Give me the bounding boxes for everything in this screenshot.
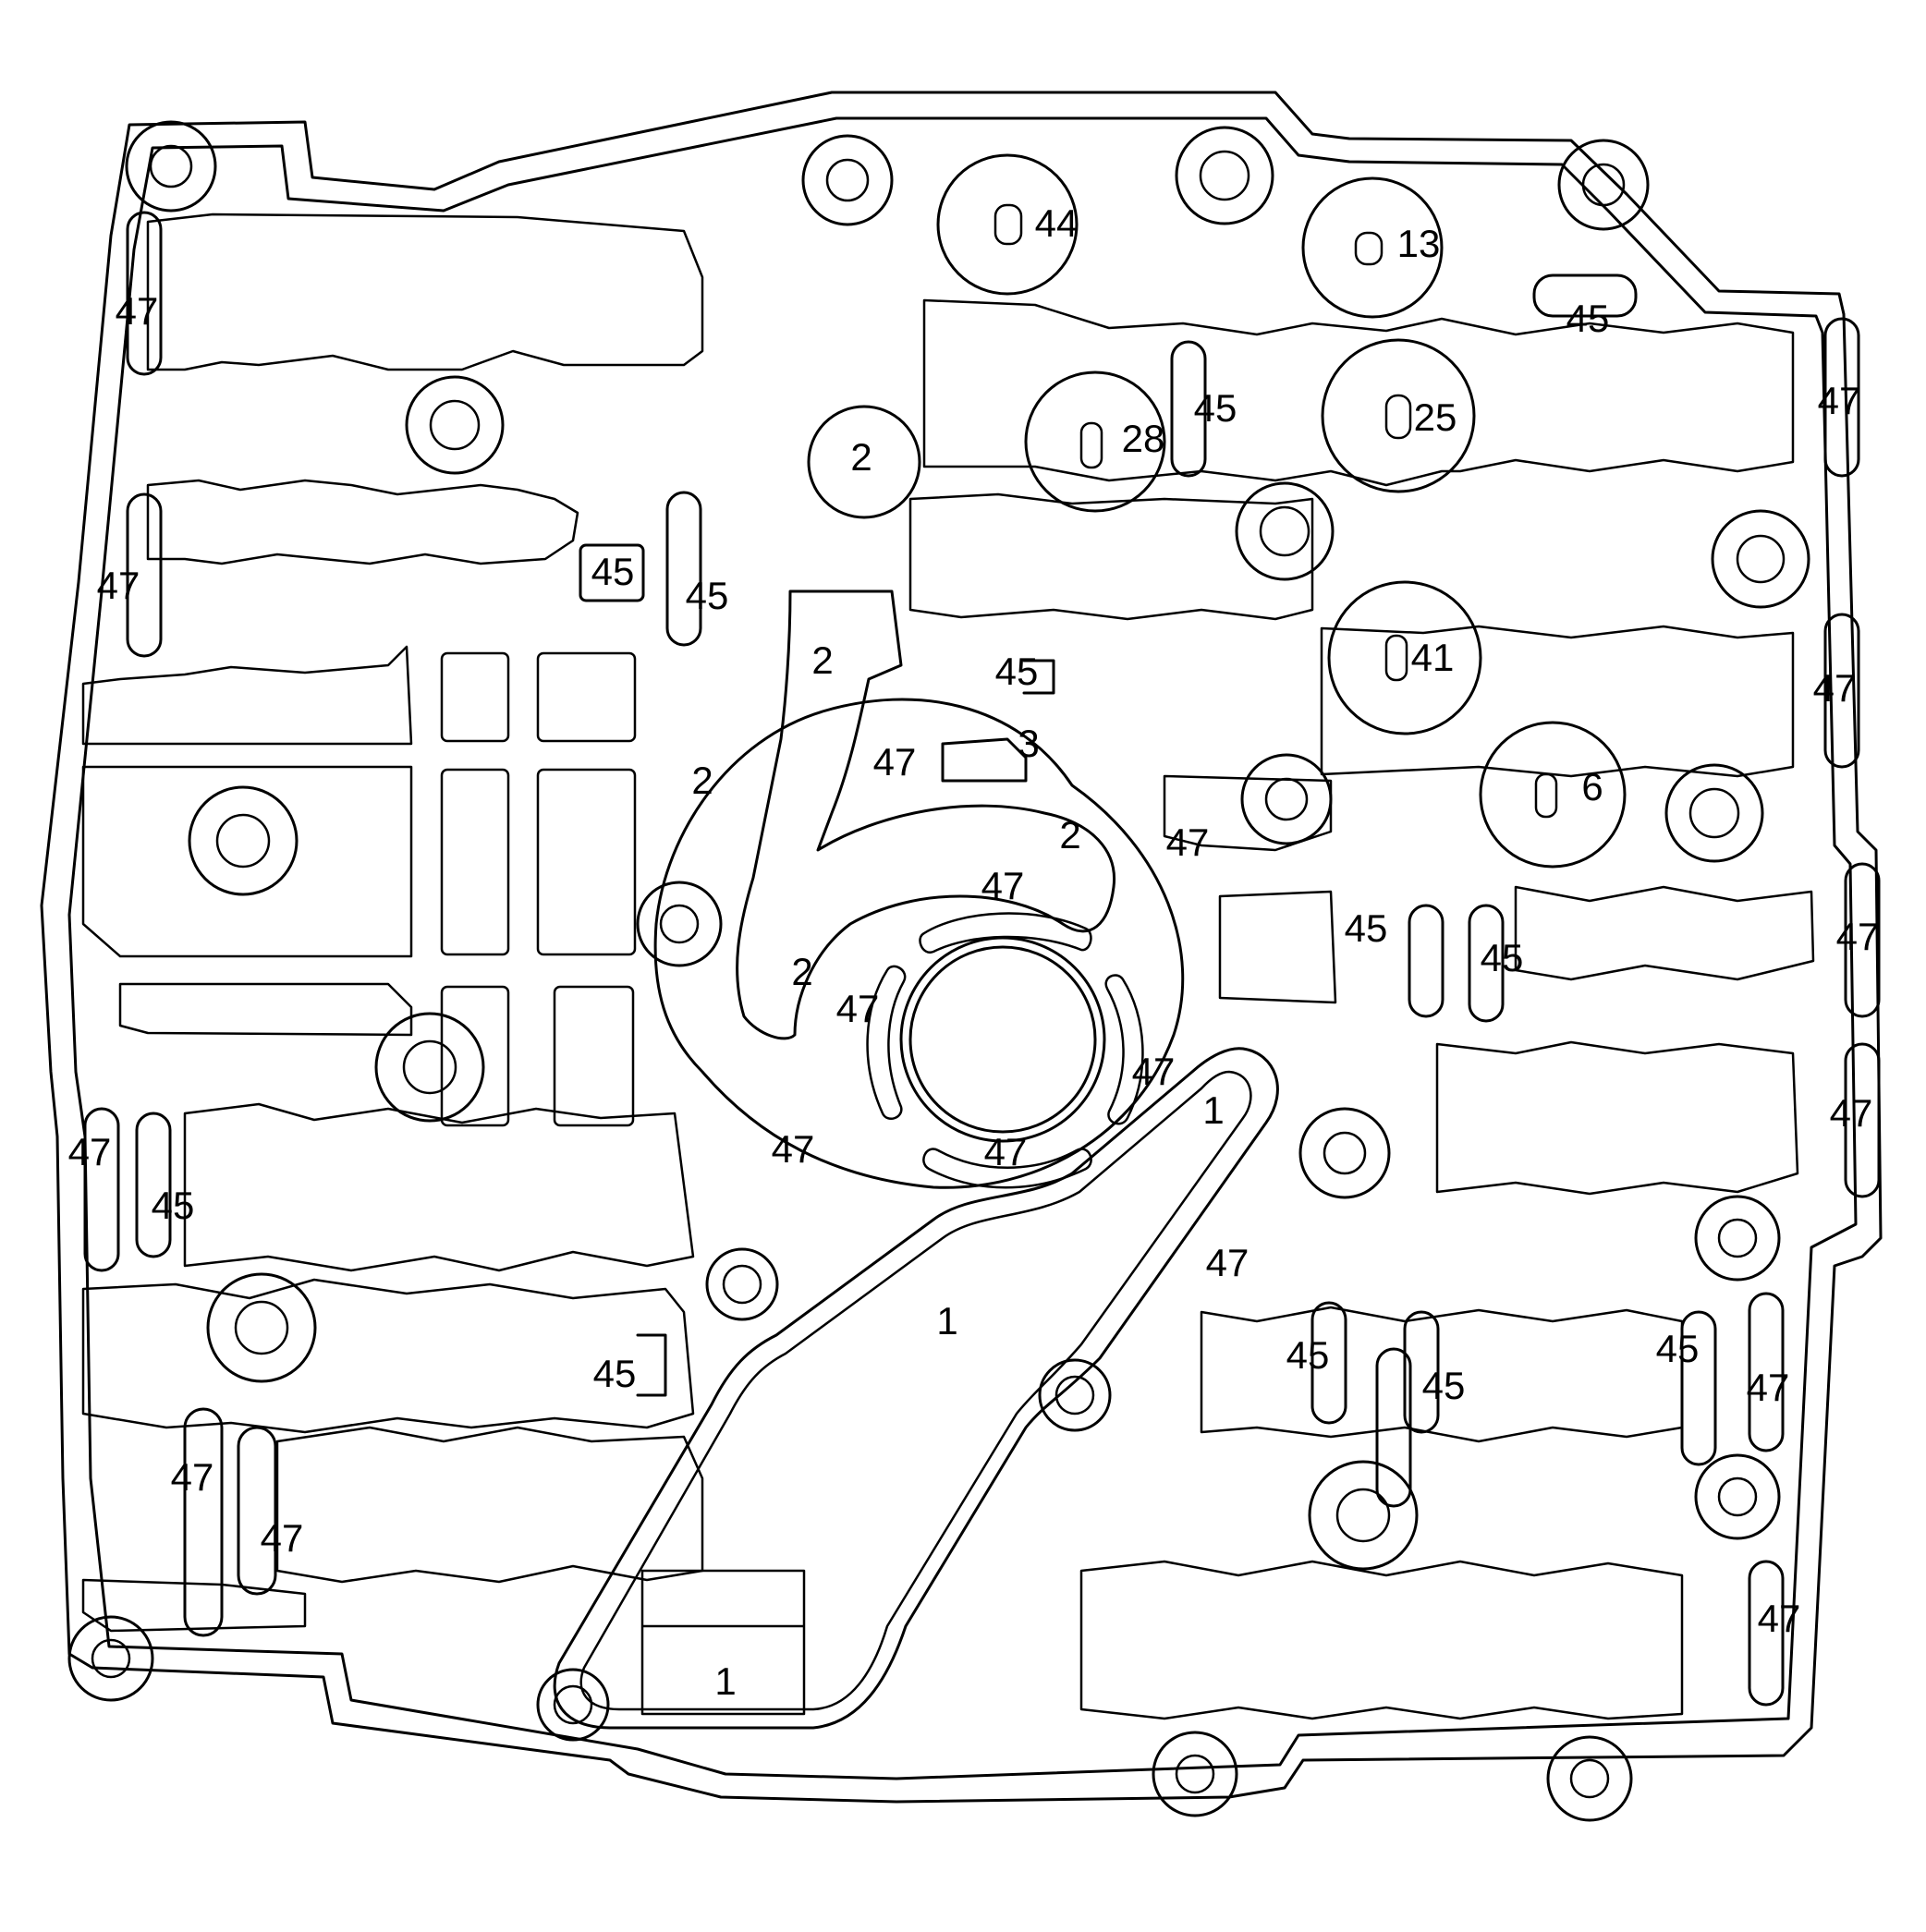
- port-square-1: [440, 651, 510, 743]
- label-41: 41: [1411, 636, 1455, 679]
- label-45: 45: [1194, 386, 1237, 430]
- label-2: 2: [811, 638, 833, 682]
- passage-left-8: [275, 1426, 704, 1584]
- label-1: 1: [936, 1299, 957, 1343]
- check-ball-ports: [807, 153, 1627, 869]
- label-47: 47: [1132, 1050, 1176, 1093]
- passage-right-1: [922, 298, 1795, 487]
- passage-right-5: [1218, 890, 1337, 1004]
- pump-ring-segment-bottom: [922, 1148, 1092, 1189]
- label-6: 6: [1581, 765, 1603, 808]
- passage-1-lower-block: [640, 1569, 806, 1716]
- label-47: 47: [116, 289, 159, 333]
- label-13: 13: [1397, 222, 1441, 265]
- label-47: 47: [171, 1455, 214, 1499]
- label-47: 47: [1166, 820, 1210, 864]
- pump-ring-segment-top: [919, 912, 1092, 954]
- port-square-6: [553, 985, 635, 1127]
- pump-ring-segment-left: [866, 965, 907, 1121]
- port-square-2: [536, 651, 637, 743]
- passage-left-3: [81, 645, 413, 746]
- label-47: 47: [1758, 1597, 1801, 1640]
- label-2: 2: [1059, 813, 1080, 857]
- label-45: 45: [1481, 936, 1524, 979]
- passage-right-7: [1435, 1040, 1799, 1196]
- passage-right-2: [908, 492, 1314, 621]
- label-1: 1: [1202, 1088, 1224, 1132]
- passage-left-6: [183, 1102, 695, 1272]
- label-47: 47: [97, 564, 140, 607]
- label-47: 47: [1206, 1241, 1249, 1284]
- passage-right-9: [1079, 1560, 1684, 1720]
- pump-bore-outer: [899, 936, 1106, 1143]
- port-square-5: [440, 985, 510, 1127]
- label-44: 44: [1035, 201, 1079, 245]
- pump-outer-boss: [653, 698, 1185, 1189]
- passage-left-5: [118, 982, 413, 1037]
- passage-right-6: [1514, 885, 1815, 981]
- slots: [83, 211, 1881, 1707]
- label-45: 45: [1422, 1364, 1466, 1407]
- passage-left-7: [81, 1278, 695, 1434]
- label-28: 28: [1122, 417, 1165, 460]
- label-1: 1: [714, 1659, 736, 1703]
- passage-right-4: [1163, 774, 1333, 852]
- label-2: 2: [850, 435, 872, 479]
- label-47: 47: [1747, 1366, 1790, 1409]
- label-47: 47: [1818, 379, 1861, 422]
- passage-1-outer: [553, 1047, 1279, 1730]
- label-25: 25: [1414, 395, 1457, 439]
- passage-left-4: [81, 765, 413, 958]
- label-45: 45: [686, 574, 729, 617]
- label-45: 45: [1286, 1333, 1330, 1377]
- port-square-4: [536, 768, 637, 956]
- passage-left-1: [146, 213, 704, 371]
- label-47: 47: [772, 1127, 815, 1171]
- label-47: 47: [984, 1130, 1028, 1173]
- label-47: 47: [1830, 1091, 1873, 1135]
- passage-1-inner: [579, 1070, 1252, 1711]
- label-3: 3: [1018, 722, 1039, 765]
- label-47: 47: [873, 740, 917, 784]
- callout-labels: 47 47 47 45 47 47 45 45 2 44 13 45 28 45…: [68, 201, 1880, 1703]
- pump-ring-segment-right: [1104, 974, 1144, 1125]
- label-45: 45: [995, 650, 1039, 693]
- label-45: 45: [1566, 297, 1610, 340]
- label-45: 45: [591, 550, 635, 593]
- passage-2-region: [736, 589, 1116, 1040]
- bolt-holes: [67, 120, 1810, 1822]
- label-45: 45: [152, 1184, 195, 1227]
- label-47: 47: [1813, 666, 1857, 710]
- outer-outline: [40, 91, 1883, 1804]
- label-47: 47: [1836, 915, 1880, 958]
- label-47: 47: [68, 1130, 112, 1173]
- label-47: 47: [261, 1516, 304, 1560]
- label-47: 47: [981, 864, 1025, 907]
- pump-bore-inner: [908, 945, 1097, 1134]
- label-47: 47: [836, 987, 880, 1030]
- passage-left-2: [146, 479, 579, 565]
- label-45: 45: [1345, 906, 1388, 950]
- label-2: 2: [691, 759, 713, 802]
- label-2: 2: [791, 950, 812, 993]
- passage-right-3: [1320, 625, 1795, 778]
- inner-outline: [67, 116, 1858, 1780]
- label-45: 45: [593, 1352, 637, 1395]
- label-45: 45: [1656, 1327, 1700, 1370]
- port-square-3: [440, 768, 510, 956]
